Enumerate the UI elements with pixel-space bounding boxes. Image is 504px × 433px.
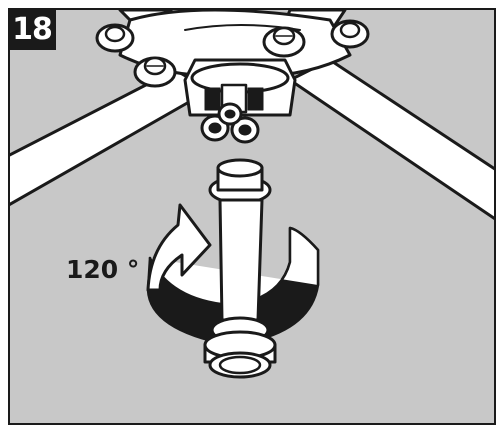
bolt-right-far: [330, 19, 370, 49]
bolt-left: [95, 23, 135, 53]
step-number-badge: 18: [8, 8, 56, 50]
bolt-right: [262, 26, 306, 58]
left-frame-arm: [10, 68, 212, 207]
right-frame-arm: [288, 58, 494, 221]
rotating-tube: [203, 158, 277, 379]
connector-plugs: [200, 102, 260, 144]
connector-housing: [183, 58, 297, 117]
bolt-left-lower: [133, 56, 177, 88]
rotation-angle-label: 120 °: [66, 255, 140, 284]
